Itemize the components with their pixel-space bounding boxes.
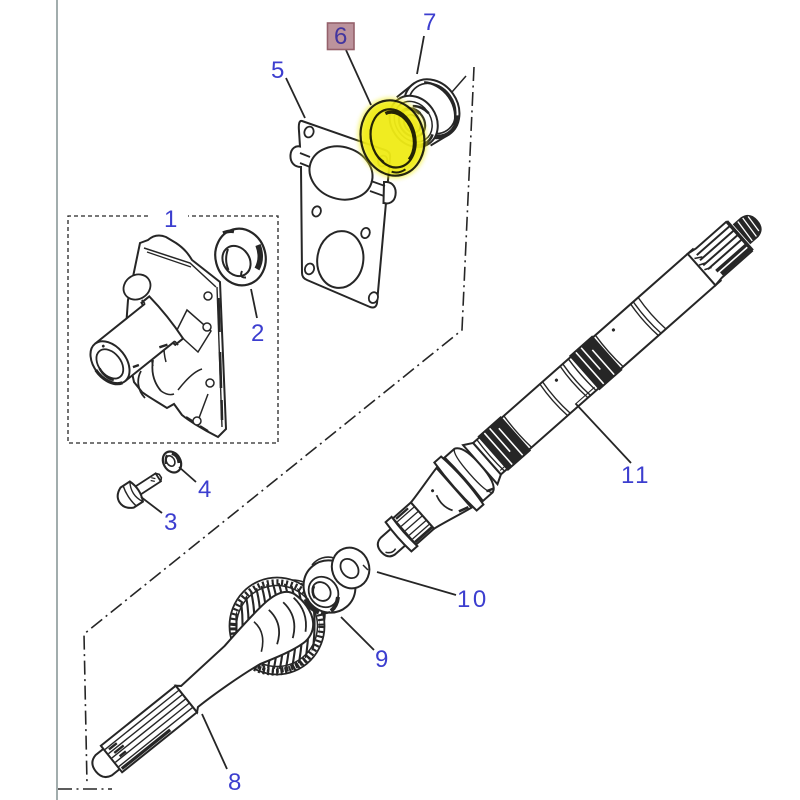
svg-text:8: 8 — [228, 769, 241, 796]
svg-text:10: 10 — [457, 586, 489, 613]
svg-text:6: 6 — [334, 23, 347, 50]
svg-text:1: 1 — [164, 206, 177, 233]
svg-text:7: 7 — [423, 9, 436, 36]
svg-text:11: 11 — [621, 462, 651, 489]
svg-text:5: 5 — [271, 57, 284, 84]
svg-text:3: 3 — [164, 509, 177, 536]
svg-text:9: 9 — [375, 646, 388, 673]
svg-text:2: 2 — [251, 320, 264, 347]
svg-text:4: 4 — [198, 476, 211, 503]
